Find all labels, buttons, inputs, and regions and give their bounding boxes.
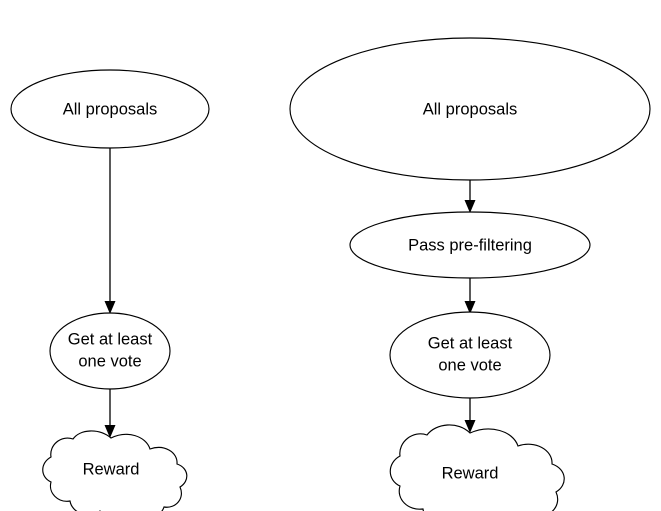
right-flow-column: All proposals Pass pre-filtering Get at … bbox=[289, 37, 651, 511]
all-proposals-node[interactable]: All proposals bbox=[289, 37, 651, 181]
reward-node[interactable]: Reward bbox=[389, 424, 565, 511]
left-flow-column: All proposals Get at least one vote Rewa… bbox=[10, 69, 210, 511]
edge-get-one-vote-to-reward bbox=[464, 397, 476, 433]
pass-pre-filtering-label: Pass pre-filtering bbox=[408, 236, 532, 254]
reward-node[interactable]: Reward bbox=[42, 430, 188, 511]
get-at-least-one-vote-label-line2: one vote bbox=[438, 356, 501, 374]
pass-pre-filtering-node[interactable]: Pass pre-filtering bbox=[349, 211, 591, 279]
all-proposals-label: All proposals bbox=[423, 100, 517, 118]
reward-label: Reward bbox=[442, 464, 499, 482]
edge-get-one-vote-to-reward bbox=[104, 389, 116, 438]
edge-pass-pre-filtering-to-get-one-vote bbox=[464, 278, 476, 314]
get-at-least-one-vote-node[interactable]: Get at least one vote bbox=[389, 311, 551, 399]
get-at-least-one-vote-label-line1: Get at least bbox=[68, 330, 153, 348]
get-at-least-one-vote-node[interactable]: Get at least one vote bbox=[49, 312, 171, 390]
get-at-least-one-vote-label-line1: Get at least bbox=[428, 334, 513, 352]
edge-all-proposals-to-get-one-vote bbox=[104, 148, 116, 314]
all-proposals-label: All proposals bbox=[63, 100, 157, 118]
reward-label: Reward bbox=[83, 460, 140, 478]
edge-all-proposals-to-pass-pre-filtering bbox=[464, 180, 476, 213]
all-proposals-node[interactable]: All proposals bbox=[10, 69, 210, 149]
get-at-least-one-vote-label-line2: one vote bbox=[78, 352, 141, 370]
